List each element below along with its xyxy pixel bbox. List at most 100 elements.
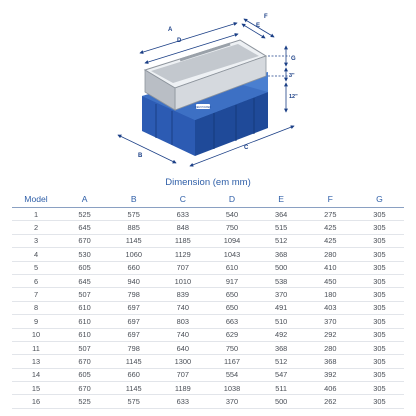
dimension-cell: 1145 [109, 234, 159, 249]
dimension-cell: 1043 [207, 247, 257, 262]
model-cell: 13 [12, 354, 60, 369]
dimension-cell: 450 [305, 274, 355, 289]
dimension-cell: 650 [207, 287, 257, 302]
dimension-cell: 525 [60, 207, 110, 222]
dimension-cell: 370 [207, 394, 257, 409]
label-d: D [177, 38, 182, 44]
model-cell: 15 [12, 381, 60, 396]
dimension-cell: 425 [305, 234, 355, 249]
table-caption: Dimension (em mm) [165, 177, 251, 188]
tank-left-face [142, 96, 195, 156]
dimension-cell: 392 [305, 368, 355, 383]
dimension-cell: 305 [354, 354, 404, 369]
dimension-cell: 305 [354, 301, 404, 316]
dimension-cell: 280 [305, 247, 355, 262]
dimension-cell: 798 [109, 341, 159, 356]
dimension-cell: 839 [158, 287, 208, 302]
dimension-cell: 292 [305, 328, 355, 342]
dimension-cell: 305 [354, 261, 404, 275]
dimension-cell: 305 [354, 368, 404, 383]
dimension-cell: 275 [305, 207, 355, 222]
model-cell: 10 [12, 328, 60, 342]
dimension-cell: 305 [354, 220, 404, 235]
dimension-cell: 530 [60, 247, 110, 262]
dimension-cell: 670 [60, 354, 110, 369]
dimension-cell: 305 [354, 381, 404, 396]
dimension-cell: 1145 [109, 354, 159, 369]
dimension-cell: 492 [256, 328, 306, 342]
dimension-cell: 368 [256, 247, 306, 262]
dimension-cell: 1129 [158, 247, 208, 262]
dimension-cell: 525 [60, 394, 110, 409]
dimension-cell: 406 [305, 381, 355, 396]
model-cell: 9 [12, 314, 60, 329]
dimension-cell: 538 [256, 274, 306, 289]
tray-side-wall [144, 69, 176, 111]
label-f: F [264, 14, 268, 20]
column-header: F [305, 190, 355, 208]
dimension-cell: 697 [109, 328, 159, 342]
dimension-cell: 305 [354, 314, 404, 329]
label-3in: 3" [289, 73, 295, 79]
label-e: E [256, 23, 260, 29]
dimension-cell: 848 [158, 220, 208, 235]
dimension-cell: 605 [60, 261, 110, 275]
dimension-cell: 640 [158, 341, 208, 356]
dimension-cell: 1300 [158, 354, 208, 369]
model-cell: 1 [12, 207, 60, 222]
column-header: E [256, 190, 306, 208]
brand-text: OEM POWER [195, 105, 212, 109]
dimension-cell: 262 [305, 394, 355, 409]
dimension-cell: 512 [256, 354, 306, 369]
column-header: A [60, 190, 110, 208]
dimension-cell: 740 [158, 301, 208, 316]
dimension-cell: 605 [60, 368, 110, 383]
dimension-cell: 511 [256, 381, 306, 396]
dimension-cell: 697 [109, 314, 159, 329]
dimension-cell: 500 [256, 394, 306, 409]
table-header-row: Model A B C D E F G [12, 190, 404, 208]
dimension-cell: 803 [158, 314, 208, 329]
dimension-cell: 697 [109, 301, 159, 316]
dimension-cell: 610 [60, 301, 110, 316]
dimension-cell: 575 [109, 394, 159, 409]
model-cell: 8 [12, 301, 60, 316]
dimension-cell: 1010 [158, 274, 208, 289]
dimension-cell: 547 [256, 368, 306, 383]
dimension-cell: 670 [60, 381, 110, 396]
model-cell: 6 [12, 274, 60, 289]
dimension-cell: 1189 [158, 381, 208, 396]
label-a: B [138, 153, 143, 159]
model-cell: 4 [12, 247, 60, 262]
dimension-cell: 629 [207, 328, 257, 342]
model-cell: 2 [12, 220, 60, 235]
model-cell: 14 [12, 368, 60, 383]
dimension-cell: 305 [354, 394, 404, 409]
dimension-cell: 305 [354, 287, 404, 302]
dimension-cell: 885 [109, 220, 159, 235]
model-cell: 7 [12, 287, 60, 302]
dimension-cell: 1094 [207, 234, 257, 249]
dimension-cell: 280 [305, 341, 355, 356]
column-header: D [207, 190, 257, 208]
dimension-cell: 645 [60, 274, 110, 289]
column-header: B [109, 190, 159, 208]
brand-plate [196, 104, 210, 109]
dimension-cell: 305 [354, 207, 404, 222]
dimension-cell: 1145 [109, 381, 159, 396]
dimension-cell: 180 [305, 287, 355, 302]
dimension-cell: 610 [60, 314, 110, 329]
dimension-cell: 554 [207, 368, 257, 383]
